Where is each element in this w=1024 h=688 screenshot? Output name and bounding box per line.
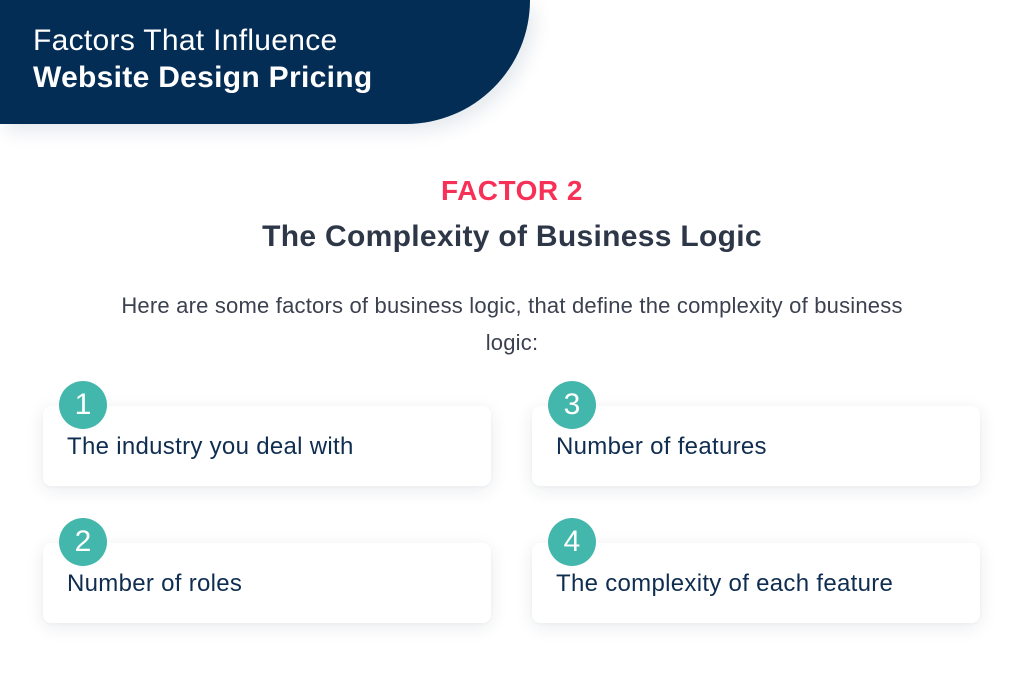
header-banner: Factors That Influence Website Design Pr… [0, 0, 530, 124]
factor-card-text: The industry you deal with [67, 433, 354, 460]
number-badge: 2 [59, 518, 107, 566]
factor-card-text: Number of features [556, 433, 767, 460]
factor-card-2: 2 Number of roles [43, 518, 491, 623]
factor-title: The Complexity of Business Logic [262, 220, 762, 253]
factor-card-3: 3 Number of features [532, 381, 980, 486]
header-title-line2: Website Design Pricing [33, 61, 373, 94]
factor-card-text: The complexity of each feature [556, 570, 894, 597]
number-badge: 4 [548, 518, 596, 566]
factor-label: FACTOR 2 [441, 175, 583, 206]
header-title-line1: Factors That Influence [33, 24, 338, 57]
factor-card-1: 1 The industry you deal with [43, 381, 491, 486]
factor-card-text: Number of roles [67, 570, 243, 597]
factor-card-4: 4 The complexity of each feature [532, 518, 980, 623]
intro-text: Here are some factors of business logic,… [121, 293, 903, 355]
number-badge: 3 [548, 381, 596, 429]
number-badge: 1 [59, 381, 107, 429]
